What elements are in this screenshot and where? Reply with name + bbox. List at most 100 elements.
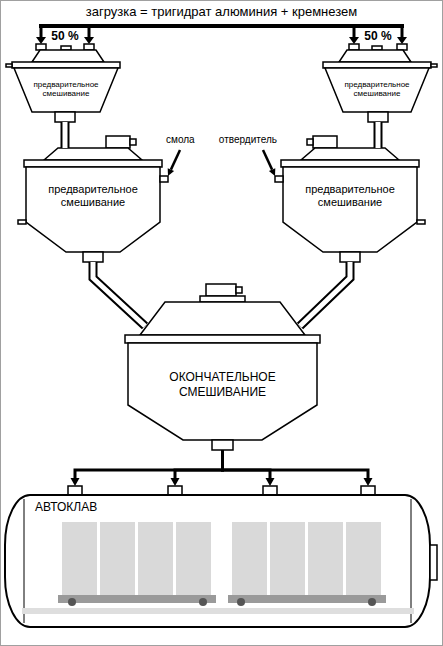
wheel — [368, 598, 376, 606]
pipe-connector — [65, 122, 66, 148]
feed-connector — [71, 450, 373, 486]
feed-arrowhead — [36, 37, 46, 44]
share-label: 50 % — [358, 29, 398, 43]
label-holder: отвердитель — [195, 134, 277, 146]
premixer: предварительное смешивание — [281, 148, 419, 262]
node-text: предварительное смешивание — [295, 183, 405, 209]
feed-line — [223, 450, 271, 478]
trolley — [58, 595, 216, 603]
feed-arrowhead — [84, 37, 94, 44]
mould — [346, 522, 381, 595]
trolley — [228, 595, 386, 603]
mixer-body — [26, 167, 160, 252]
mixer-flange — [12, 62, 120, 68]
pipe-wall — [374, 122, 383, 148]
mould — [62, 522, 97, 595]
label-holder: смола — [166, 134, 226, 146]
autoclave-flange — [430, 545, 437, 580]
mixer-neck — [200, 296, 245, 302]
final-mixer — [125, 284, 320, 450]
feed-line — [175, 450, 223, 478]
mixer-lid — [140, 302, 305, 335]
share-label: 50 % — [45, 29, 85, 43]
mixer-body — [14, 68, 118, 112]
arrowhead — [71, 478, 80, 486]
node-text: предварительное смешивание — [38, 183, 148, 209]
feed-line — [75, 450, 223, 478]
dosing-arrow — [171, 150, 180, 170]
autoclave — [5, 486, 437, 627]
mixer-spout — [212, 440, 233, 450]
left-mixer-pair — [6, 26, 180, 262]
autoclave-inlet — [68, 486, 82, 495]
node-text: предварительное смешивание — [30, 80, 102, 98]
mould — [232, 522, 267, 595]
dosing-arrowhead — [168, 168, 174, 176]
node-text: АВТОКЛАВ — [35, 500, 155, 514]
feed-arrow — [88, 26, 91, 38]
wheel — [68, 598, 76, 606]
stream-label: смола — [166, 134, 226, 146]
mixer-body — [128, 343, 317, 440]
mixer-motor — [236, 287, 242, 293]
node-text: ОКОНЧАТЕЛЬНОЕ СМЕШИВАНИЕ — [147, 370, 298, 400]
mould — [308, 522, 343, 595]
mould — [270, 522, 305, 595]
autoclave-inlet — [361, 486, 375, 495]
mixer-flange — [24, 160, 162, 167]
pipe-bore — [63, 122, 68, 148]
stream-label: отвердитель — [195, 134, 277, 146]
pipe-connector — [378, 122, 379, 148]
label-holder: загрузка = тригидрат алюминия + кремнезе… — [0, 4, 443, 20]
feed-arrow — [40, 26, 43, 38]
pipe-bore — [93, 262, 145, 326]
premixer: предварительное смешивание — [12, 44, 120, 122]
mould — [100, 522, 135, 595]
mixer-spout — [83, 252, 103, 262]
pipe-connector — [300, 262, 350, 326]
mixer-motor — [206, 284, 236, 296]
pipe-wall — [93, 262, 145, 326]
autoclave-inlet — [168, 486, 182, 495]
mould — [176, 522, 211, 595]
feed-bar — [39, 24, 404, 28]
autoclave-seam — [24, 499, 25, 623]
pipe-wall — [61, 122, 70, 148]
mixer-lid — [44, 148, 142, 160]
rail — [22, 608, 414, 614]
mixer-lid — [32, 50, 104, 62]
premixer: предварительное смешивание — [24, 148, 162, 262]
mould — [138, 522, 173, 595]
arrowhead — [171, 478, 180, 486]
label-holder: 50 % — [358, 29, 398, 43]
side-nozzle — [160, 176, 168, 182]
node-text: предварительное смешивание — [341, 80, 413, 98]
right-mixer-pair — [263, 26, 437, 262]
wheel — [237, 598, 245, 606]
wheel — [199, 598, 207, 606]
mixer-flange — [125, 335, 320, 343]
arrowhead — [364, 478, 373, 486]
inlet-nozzle — [36, 44, 46, 50]
drain-nozzle — [18, 220, 26, 224]
mixer-motor — [106, 136, 130, 148]
final-mixer: ОКОНЧАТЕЛЬНОЕ СМЕШИВАНИЕ — [125, 296, 320, 450]
pipe-wall — [300, 262, 350, 326]
pipe-connector — [93, 262, 145, 326]
autoclave: АВТОКЛАВ — [5, 486, 432, 627]
autoclave-shell — [5, 495, 430, 627]
autoclave-inlet — [263, 486, 277, 495]
label-holder: 50 % — [45, 29, 85, 43]
mixer-motor — [130, 139, 136, 145]
feed-line — [223, 450, 369, 478]
arrowhead — [266, 478, 275, 486]
pipe-bore — [376, 122, 381, 148]
premixer: предварительное смешивание — [323, 44, 431, 122]
feed-label: загрузка = тригидрат алюминия + кремнезе… — [0, 4, 443, 20]
pipe-bore — [300, 262, 350, 326]
inlet-nozzle — [84, 44, 94, 50]
side-nozzle — [6, 64, 12, 67]
